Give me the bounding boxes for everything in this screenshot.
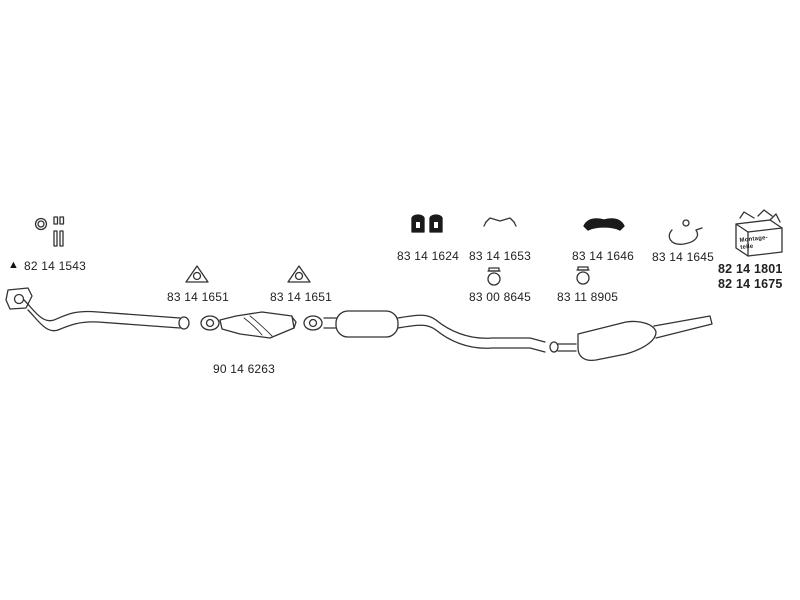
pipe-clamp-icon-a: [487, 267, 501, 286]
front-pipe: [23, 299, 190, 332]
label-82-14-1801: 82 14 1801: [718, 262, 783, 276]
label-82-14-1675: 82 14 1675: [718, 277, 783, 291]
rear-silencer: [577, 315, 713, 362]
middle-silencer: [323, 310, 546, 353]
triangle-marker: ▲: [8, 259, 19, 271]
catalytic-converter: [219, 311, 297, 339]
bracket-clip-icon: [483, 217, 517, 227]
gasket-icon-a: [185, 265, 209, 283]
label-83-11-8905: 83 11 8905: [557, 290, 619, 304]
bolts-icon: [53, 216, 65, 247]
label-83-14-1651-right: 83 14 1651: [270, 290, 333, 304]
label-83-00-8645: 83 00 8645: [469, 290, 532, 304]
flange-left-icon: [200, 315, 220, 331]
rubber-hanger-icon: [411, 214, 443, 233]
pipe-clamp-icon-b: [576, 266, 590, 285]
mounting-kit-box-icon: [735, 209, 783, 257]
rubber-strap-icon: [583, 218, 625, 231]
gasket-icon-b: [287, 265, 311, 283]
label-83-14-1653: 83 14 1653: [469, 249, 532, 263]
label-90-14-6263: 90 14 6263: [213, 362, 276, 376]
gasket-ring-icon: [34, 217, 48, 231]
label-82-14-1543: 82 14 1543: [24, 259, 87, 273]
flange-right-icon: [303, 315, 323, 331]
label-83-14-1646: 83 14 1646: [572, 249, 635, 263]
front-pipe-flange-icon: [5, 287, 33, 310]
loop-hanger-icon: [668, 219, 703, 245]
label-83-14-1651-left: 83 14 1651: [167, 290, 230, 304]
label-83-14-1645: 83 14 1645: [652, 250, 715, 264]
label-83-14-1624: 83 14 1624: [397, 249, 460, 263]
rear-pipe-end-icon: [549, 341, 577, 353]
